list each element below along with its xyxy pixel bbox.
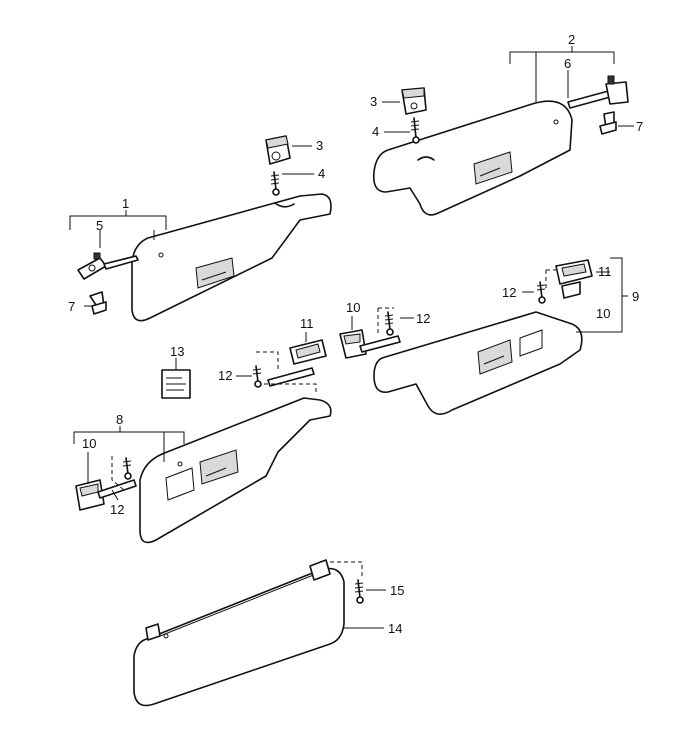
vanity-mirror	[477, 339, 513, 375]
screw-4-left	[270, 171, 280, 196]
mount-clip-3-right	[401, 87, 427, 115]
mount-clip-11-left	[267, 339, 327, 387]
callout-12-lower: 12	[110, 502, 124, 517]
callout-13: 13	[170, 344, 184, 359]
callout-12b: 12	[416, 311, 430, 326]
callout-7a: 7	[68, 299, 75, 314]
sun-visor-14	[133, 559, 345, 707]
callout-5: 5	[96, 218, 103, 233]
callout-9: 9	[632, 289, 639, 304]
sun-visor-9	[373, 311, 583, 415]
callout-10c: 10	[596, 306, 610, 321]
callout-1: 1	[122, 196, 129, 211]
mount-clip-10-left	[75, 479, 137, 511]
warning-label-13	[161, 369, 191, 399]
screw-12-left-lower	[122, 457, 132, 480]
callout-3b: 3	[370, 94, 377, 109]
callout-labels: 1 5 7 3 4 2 6 3 4 7 11 12 9 10 10 12 11 …	[68, 32, 643, 636]
callout-6: 6	[564, 56, 571, 71]
callout-12a: 12	[218, 368, 232, 383]
callout-4a: 4	[318, 166, 325, 181]
visor-rod-bracket-5	[77, 252, 139, 280]
callout-11b: 11	[598, 264, 612, 279]
sun-visor-1	[131, 193, 332, 322]
sun-visor-8	[139, 397, 332, 544]
mount-clip-3-left	[265, 135, 291, 165]
callout-7b: 7	[636, 119, 643, 134]
screw-12-right	[536, 281, 546, 304]
vanity-mirror	[199, 449, 239, 485]
callout-4b: 4	[372, 124, 379, 139]
visor-rod-6	[567, 75, 629, 109]
screw-4-right	[410, 117, 420, 144]
callout-10b: 10	[346, 300, 360, 315]
mount-clip-10-middle	[339, 329, 401, 359]
callout-14: 14	[388, 621, 402, 636]
callout-8: 8	[116, 412, 123, 427]
sun-visor-2	[372, 100, 573, 216]
screw-7-left	[89, 291, 107, 315]
callout-15: 15	[390, 583, 404, 598]
callout-2: 2	[568, 32, 575, 47]
vanity-mirror	[195, 257, 235, 289]
screw-12-middle	[384, 311, 394, 336]
screw-15	[354, 579, 364, 604]
callout-11a: 11	[300, 316, 314, 331]
callout-3a: 3	[316, 138, 323, 153]
callout-12c: 12	[502, 285, 516, 300]
callout-10a: 10	[82, 436, 96, 451]
leader-lines	[69, 46, 634, 629]
screw-12-left-upper	[252, 365, 262, 388]
screw-7-right	[599, 111, 617, 135]
mount-clip-11-right	[555, 259, 593, 299]
vanity-mirror	[473, 151, 513, 185]
